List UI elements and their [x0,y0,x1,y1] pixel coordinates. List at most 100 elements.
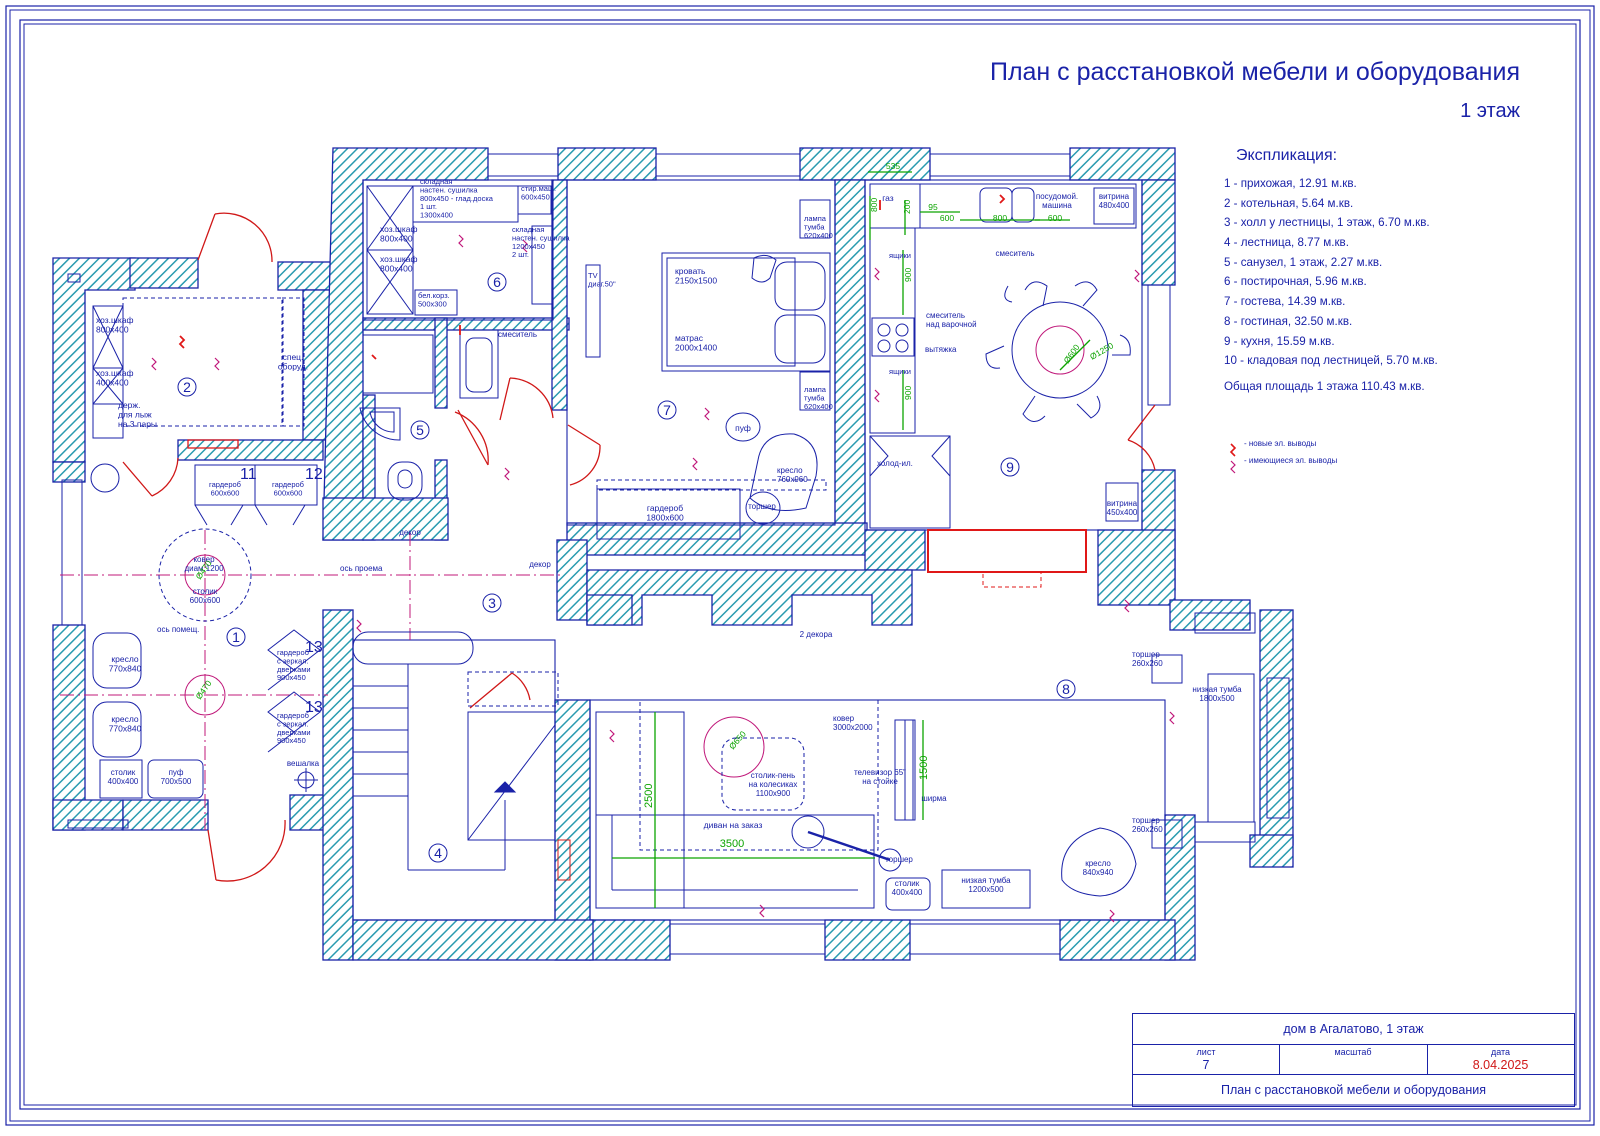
dimension-d470b: Ø470 [193,678,213,701]
explication-item: 5 - санузел, 1 этаж, 2.27 м.кв. [1224,255,1383,269]
outer-frame [5,5,1595,1126]
room-number-circle [226,627,246,647]
laundry-furniture [362,185,553,399]
drawing-frame [19,19,1581,1110]
page-title: План с расстановкой мебели и оборудовани… [989,58,1520,86]
windows [61,153,1290,955]
page-subtitle: 1 этаж [1460,100,1520,122]
label-screen: ширма [921,794,947,803]
outer-frame-inner [9,9,1591,1122]
explication-item: 7 - гостева, 14.39 м.кв. [1224,295,1346,309]
dimension-d600: Ø600 [1061,342,1081,365]
dimension-dim800a: 800 [869,198,879,212]
label-spec: спец.оборуд. [278,352,308,372]
explication-item: 1 - прихожая, 12.91 м.кв. [1224,177,1357,190]
dimension-dim1500: 1500 [918,756,930,780]
dimension-dim900b: 900 [903,386,913,400]
room-number-circle [1056,679,1076,699]
label-mixer2: смеситель [995,249,1034,258]
dimension-dim2500: 2500 [643,784,655,808]
kitchen-furniture [869,183,1139,529]
door-highlights [187,439,1087,588]
explication-item: 10 - кладовая под лестницей, 5.70 м.кв. [1224,354,1438,368]
room-number-r7: 7 [663,402,671,418]
room-number-r3: 3 [488,595,496,611]
boiler-room-furniture [92,297,305,439]
room-number-r6: 6 [493,274,501,290]
label-dim95: 95 [928,202,938,212]
axes [60,530,560,830]
dimension-d1250: Ø1250 [1088,340,1115,362]
room-number-circle [177,377,197,397]
label-decor-b: декор [529,560,551,569]
label-decor2: 2 декора [800,630,833,639]
new-outlets [178,194,1006,360]
room-number-r4: 4 [434,845,442,861]
hallway-furniture [90,463,321,799]
sheet-label: лист [1196,1047,1216,1057]
label-n12: 12 [305,466,323,483]
label-fridge: холод-ил. [877,459,913,468]
label-n13a: 13 [305,639,323,656]
label-dim3500: 3500 [720,838,744,850]
label-n13b: 13 [305,699,323,716]
sofa-lamp-line [807,830,891,862]
electric-outlets [151,234,1175,923]
room-number-circle [428,843,448,863]
explication-item: 2 - котельная, 5.64 м.кв. [1224,196,1354,210]
staircase [352,631,571,881]
label-decor-a: декор [399,528,421,537]
room-number-r9: 9 [1006,459,1014,475]
room-number-circle [487,272,507,292]
dimension-dim200: 200 [902,200,912,214]
dimension-lines [612,171,1091,908]
label-torch7: торшер [748,502,776,511]
explication-item: 3 - холл у лестницы, 1 этаж, 6.70 м.кв. [1224,216,1430,230]
title-block-scale: масштаб [1279,1044,1428,1074]
label-gas: газ [882,193,894,203]
bathroom-fixtures [359,407,423,501]
title-block-sheet: лист 7 [1133,1044,1280,1074]
room-number-r1: 1 [232,629,240,645]
explication-item: 8 - гостиная, 32.50 м.кв. [1224,314,1353,328]
label-tv8: телевизор 65"на стойке [854,768,906,786]
doors [122,212,1156,882]
label-mixer1: смеситель [498,330,537,339]
room-number-circle [657,400,677,420]
label-pouf7: пуф [735,423,751,433]
room-number-circle [410,420,430,440]
guest-room-furniture [585,199,831,540]
explication-list: 1 - прихожая, 12.91 м.кв. 2 - котельная,… [1224,174,1564,371]
label-boxes1: ящики [889,251,911,260]
date-label: дата [1490,1047,1511,1057]
walls [52,147,1294,961]
room-number-circle [1000,457,1020,477]
sheet-value: 7 [1202,1058,1210,1072]
label-axis-room: ось помещ. [157,625,199,634]
scale-label: масштаб [1334,1047,1372,1057]
